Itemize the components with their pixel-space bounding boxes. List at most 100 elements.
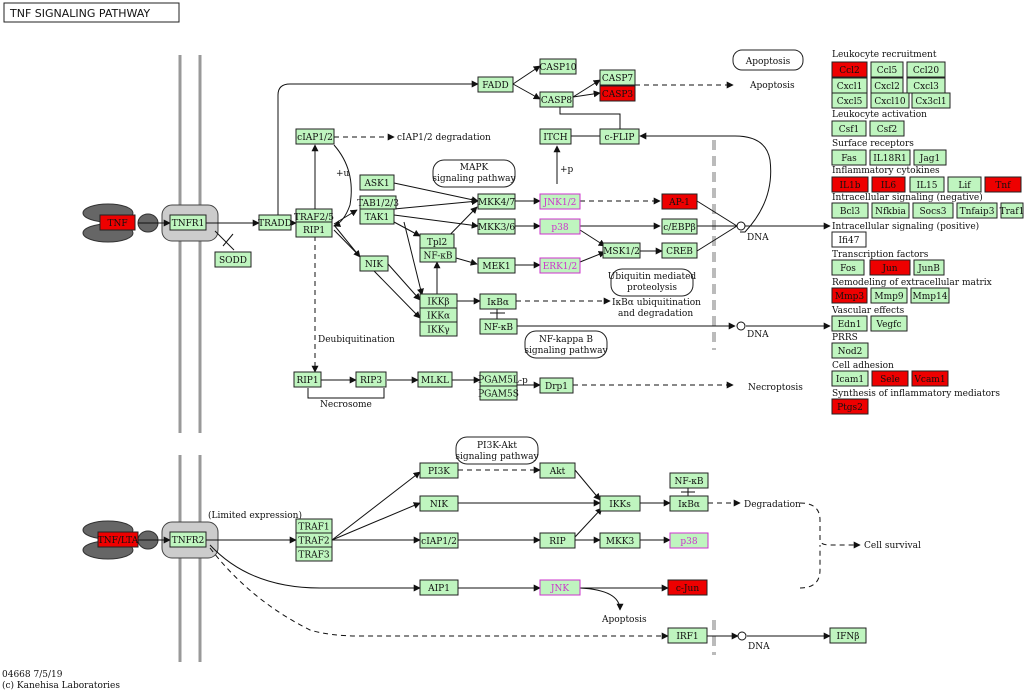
gene-node-ikks[interactable]: IKKs [599, 495, 641, 512]
gene-node-traf3[interactable]: TRAF3 [295, 546, 333, 562]
gene-node-ikba2[interactable]: IκBα [669, 495, 709, 512]
pi3k-pathway-box[interactable] [455, 436, 539, 465]
gene-node-cxcl10[interactable]: Cxcl10 [870, 92, 910, 109]
gene-node-il1b[interactable]: IL1b [831, 176, 869, 193]
gene-node-jnk12[interactable]: JNK1/2 [539, 193, 581, 210]
gene-node-ikkb[interactable]: IKKβ [419, 293, 458, 309]
gene-node-vcam1[interactable]: Vcam1 [911, 370, 949, 387]
gene-node-cxcl2[interactable]: Cxcl2 [870, 77, 904, 94]
gene-node-creb[interactable]: CREB [661, 242, 698, 259]
gene-node-ap1[interactable]: AP-1 [661, 193, 698, 210]
gene-node-vegfc[interactable]: Vegfc [870, 315, 908, 332]
gene-node-il6[interactable]: IL6 [871, 176, 906, 193]
gene-node-mkk36[interactable]: MKK3/6 [477, 218, 516, 235]
gene-node-tnflta[interactable]: TNF/LTA [97, 531, 139, 548]
gene-node-fos[interactable]: Fos [831, 259, 865, 276]
gene-node-edn1[interactable]: Edn1 [831, 315, 868, 332]
gene-node-il18r1[interactable]: IL18R1 [869, 149, 911, 166]
gene-node-tnfr[interactable]: Tnf [984, 176, 1022, 193]
gene-node-cebpb[interactable]: c/EBPβ [661, 218, 698, 235]
gene-node-traf2[interactable]: TRAF2 [295, 532, 333, 548]
gene-node-jun[interactable]: Jun [869, 259, 911, 276]
gene-node-fadd[interactable]: FADD [477, 76, 514, 93]
gene-node-junb[interactable]: JunB [913, 259, 945, 276]
gene-node-nfkbia[interactable]: Nfkbia [871, 202, 910, 219]
gene-node-ask1[interactable]: ASK1 [359, 174, 395, 191]
gene-node-ifnb[interactable]: IFNβ [829, 627, 867, 644]
gene-node-lif[interactable]: Lif [947, 176, 982, 193]
gene-node-sodd[interactable]: SODD [214, 251, 252, 268]
gene-node-rip1b[interactable]: RIP1 [293, 371, 322, 388]
gene-node-mlkl[interactable]: MLKL [417, 371, 453, 388]
gene-node-cxcl1[interactable]: Cxcl1 [831, 77, 868, 94]
gene-node-pi3k[interactable]: PI3K [419, 462, 459, 479]
gene-node-casp7[interactable]: CASP7 [599, 69, 636, 86]
gene-node-ikkg[interactable]: IKKγ [419, 321, 458, 337]
gene-node-tnfr2[interactable]: TNFR2 [169, 531, 207, 548]
gene-node-nik2[interactable]: NIK [419, 495, 459, 512]
gene-node-cflip[interactable]: c-FLIP [599, 128, 640, 145]
gene-node-aip1[interactable]: AIP1 [419, 579, 459, 596]
gene-node-erk12[interactable]: ERK1/2 [539, 257, 581, 274]
gene-node-ccl20[interactable]: Ccl20 [906, 61, 946, 78]
ubiquitin-pathway-box[interactable] [610, 268, 694, 297]
gene-node-ccl5[interactable]: Ccl5 [870, 61, 904, 78]
gene-node-msk12[interactable]: MSK1/2 [602, 242, 641, 259]
gene-node-mkk3[interactable]: MKK3 [599, 532, 641, 549]
gene-node-mek1[interactable]: MEK1 [477, 257, 516, 274]
gene-node-cx3cl1[interactable]: Cx3cl1 [911, 92, 951, 109]
gene-node-p38b[interactable]: p38 [669, 532, 709, 549]
gene-node-nfkb3[interactable]: NF-κB [669, 472, 709, 489]
gene-node-cjun[interactable]: c-Jun [667, 579, 708, 596]
gene-node-rip3[interactable]: RIP3 [355, 371, 387, 388]
gene-node-drp1[interactable]: Drp1 [539, 377, 574, 394]
gene-node-cxcl3[interactable]: Cxcl3 [906, 77, 946, 94]
gene-node-csf2[interactable]: Csf2 [869, 120, 905, 137]
gene-node-rip2[interactable]: RIP [539, 532, 576, 549]
gene-node-nfkb2[interactable]: NF-κB [479, 318, 518, 335]
gene-node-p38a[interactable]: p38 [539, 218, 581, 235]
nfkb-pathway-box[interactable] [524, 330, 608, 359]
gene-node-tab123[interactable]: TAB1/2/3 [357, 195, 399, 210]
gene-node-cxcl5[interactable]: Cxcl5 [831, 92, 868, 109]
gene-node-itch[interactable]: ITCH [539, 128, 572, 145]
gene-node-il15[interactable]: IL15 [909, 176, 945, 193]
gene-node-csf1[interactable]: Csf1 [831, 120, 867, 137]
gene-node-nfkb1[interactable]: NF-κB [419, 247, 457, 263]
gene-node-tradd[interactable]: TRADD [258, 214, 292, 231]
gene-node-jag1[interactable]: Jag1 [913, 149, 947, 166]
gene-node-ifi47[interactable]: Ifi47 [831, 231, 867, 248]
gene-node-casp3[interactable]: CASP3 [599, 85, 636, 102]
gene-node-traf1r[interactable]: Traf1 [1000, 202, 1024, 219]
gene-node-tnfr1[interactable]: TNFR1 [169, 214, 207, 231]
gene-node-fas[interactable]: Fas [831, 149, 867, 166]
gene-node-casp8[interactable]: CASP8 [539, 91, 574, 108]
gene-node-mmp14[interactable]: Mmp14 [910, 287, 950, 304]
gene-node-tnf[interactable]: TNF [99, 214, 136, 231]
gene-node-mmp9[interactable]: Mmp9 [870, 287, 908, 304]
gene-node-bcl3[interactable]: Bcl3 [831, 202, 869, 219]
mapk-pathway-box[interactable] [432, 159, 516, 188]
gene-node-ccl2[interactable]: Ccl2 [831, 61, 868, 78]
gene-node-ikba1[interactable]: IκBα [479, 293, 517, 310]
gene-node-ciap12[interactable]: cIAP1/2 [295, 128, 335, 145]
gene-node-mkk47[interactable]: MKK4/7 [477, 193, 516, 210]
gene-node-rip1a[interactable]: RIP1 [295, 221, 333, 238]
gene-node-jnk2[interactable]: JNK [539, 579, 581, 596]
gene-node-nod2[interactable]: Nod2 [831, 342, 869, 359]
gene-node-traf1[interactable]: TRAF1 [295, 518, 333, 534]
gene-node-sele[interactable]: Sele [871, 370, 909, 387]
gene-node-pgam5s[interactable]: PGAM5S [478, 385, 519, 401]
gene-node-ptgs2[interactable]: Ptgs2 [831, 398, 869, 415]
gene-node-socs3[interactable]: Socs3 [912, 202, 954, 219]
gene-node-akt[interactable]: Akt [539, 462, 576, 479]
gene-node-icam1[interactable]: Icam1 [831, 370, 869, 387]
gene-node-casp10[interactable]: CASP10 [539, 58, 577, 75]
apoptosis-map-box[interactable] [732, 49, 804, 71]
gene-node-tak1[interactable]: TAK1 [359, 208, 395, 225]
gene-node-pgam5l[interactable]: PGAM5L [478, 371, 519, 387]
gene-node-tnfaip3[interactable]: Tnfaip3 [956, 202, 998, 219]
gene-node-ikka[interactable]: IKKα [419, 307, 458, 323]
gene-node-irf1[interactable]: IRF1 [667, 627, 708, 644]
gene-node-tpl2[interactable]: Tpl2 [419, 233, 455, 250]
